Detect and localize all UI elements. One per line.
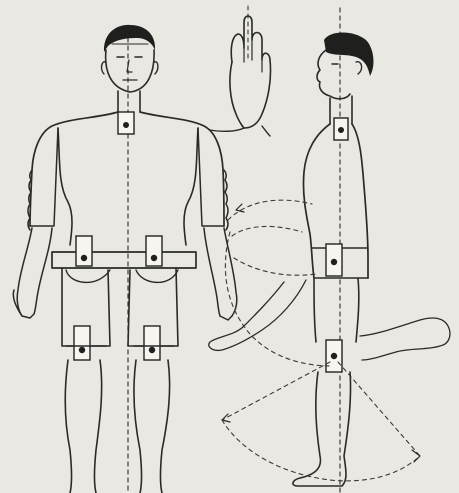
side-neck-bolt — [338, 127, 344, 133]
front-right-hip-bolt — [151, 255, 157, 261]
side-thigh — [314, 278, 359, 342]
side-face-profile — [317, 50, 350, 99]
front-left-hip-cup — [66, 270, 110, 282]
side-figure — [209, 8, 450, 493]
swing-arrowhead-left — [222, 414, 230, 422]
side-shin-and-foot — [293, 372, 351, 486]
front-left-shoulder — [30, 112, 118, 226]
hand-detail — [210, 6, 271, 136]
hand-palm — [230, 62, 244, 128]
side-arm-swing-ghost — [209, 280, 306, 350]
front-left-upper-arm — [30, 128, 58, 226]
front-right-upper-arm — [198, 128, 224, 226]
side-ear — [356, 62, 362, 74]
leg-swing-arc-outer — [222, 420, 420, 481]
front-torso-left-side — [58, 128, 72, 245]
front-right-hip-plate — [146, 236, 162, 266]
front-hip-band — [52, 252, 196, 268]
front-face-outline — [106, 50, 154, 92]
front-right-shin-inner — [134, 360, 142, 493]
front-right-shin-outer — [161, 360, 170, 493]
side-knee-bolt — [331, 353, 337, 359]
front-left-hip-bolt — [81, 255, 87, 261]
swing-arrowhead-right — [412, 450, 420, 462]
arc-arrowhead — [236, 204, 244, 212]
front-hair — [104, 25, 155, 52]
front-right-ear — [154, 62, 158, 74]
side-torso-back — [352, 124, 368, 278]
front-right-shoulder — [140, 112, 224, 226]
front-left-hip-plate — [76, 236, 92, 266]
front-figure — [13, 25, 237, 493]
front-neck — [118, 91, 140, 112]
front-left-shin-outer — [65, 360, 71, 493]
front-left-forearm-inner — [34, 228, 52, 314]
front-left-knee-bolt — [79, 347, 85, 353]
front-left-shin-inner — [95, 360, 102, 493]
arm-arc-lower — [234, 258, 316, 275]
hand-outline — [231, 16, 270, 128]
front-right-forearm-inner — [204, 228, 220, 316]
hand-wrist — [210, 126, 270, 136]
front-right-knee-plate — [144, 326, 160, 360]
front-left-hand — [13, 290, 34, 318]
front-left-forearm-outer — [17, 228, 32, 316]
leg-swing-arc-inner — [225, 232, 332, 366]
arm-arc-mid — [232, 226, 302, 236]
side-raised-leg-ghost — [360, 318, 450, 360]
front-right-hip-cup — [136, 270, 178, 282]
hand-finger-lines — [244, 40, 262, 72]
side-hip-bolt — [331, 259, 337, 265]
arm-arc-upper — [228, 200, 312, 220]
front-torso-right-side — [184, 128, 198, 245]
front-neck-joint-bolt — [123, 122, 129, 128]
side-hair — [324, 33, 373, 77]
front-head — [102, 25, 158, 92]
front-right-hand — [220, 316, 232, 320]
front-left-knee-plate — [74, 326, 90, 360]
leg-swing-radius-left — [222, 362, 330, 420]
front-right-knee-bolt — [149, 347, 155, 353]
